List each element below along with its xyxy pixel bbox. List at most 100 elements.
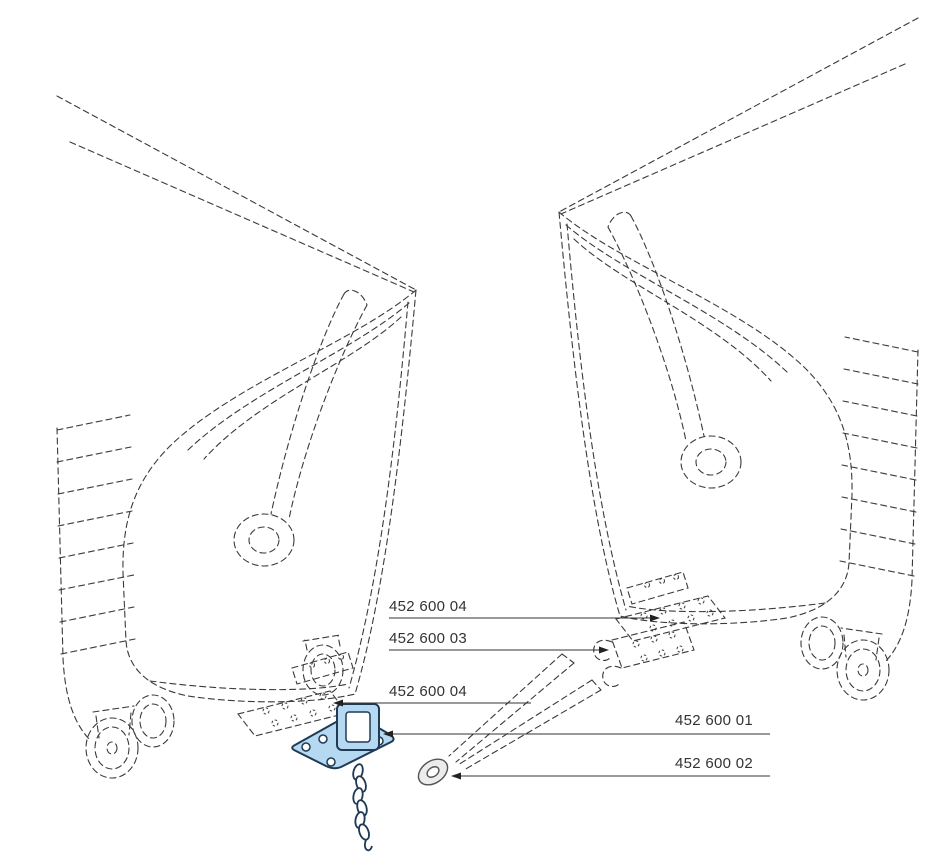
- plate-hole: [262, 707, 270, 715]
- rib-line: [841, 464, 917, 481]
- wheel-outer: [800, 616, 844, 670]
- rib-line: [56, 446, 132, 463]
- side-edge-line: [56, 427, 92, 742]
- rib-line: [839, 560, 915, 577]
- plate-hole: [706, 609, 714, 617]
- wheel-hub: [857, 663, 869, 677]
- rib-line: [57, 510, 133, 527]
- wheel-outer: [836, 639, 890, 701]
- lock-loop-inner: [345, 711, 371, 743]
- arrow-drawbar: [451, 772, 461, 780]
- plate-hole: [678, 602, 686, 610]
- body-edge-inner: [348, 301, 409, 689]
- wheel-inner: [139, 703, 167, 739]
- caster-wheel: [836, 627, 890, 701]
- rib-line: [58, 574, 135, 591]
- wheel-fork: [840, 627, 883, 661]
- part-label-lock-bracket: 452 600 01: [675, 712, 754, 729]
- part-label-plate-upper: 452 600 04: [389, 598, 468, 615]
- mount-hole: [673, 574, 679, 580]
- mount-outline: [626, 571, 689, 605]
- bracket-hole: [632, 640, 640, 648]
- bracket-hook: [593, 639, 613, 662]
- bracket-hook: [602, 665, 622, 688]
- bracket-hole: [676, 645, 684, 653]
- lock-bracket-highlighted: [291, 703, 395, 852]
- left-container-drawing: [56, 95, 417, 779]
- mount-hole: [309, 662, 315, 668]
- bracket-plate-hole: [301, 742, 311, 752]
- caster-wheel: [302, 634, 344, 696]
- side-edge-line: [883, 349, 919, 664]
- rib-line: [56, 414, 131, 431]
- chain-link: [358, 823, 370, 841]
- wheel-fork: [302, 634, 341, 651]
- eyelet-hole: [426, 766, 440, 778]
- plate-hole: [649, 624, 657, 632]
- lid-rim-arc: [203, 316, 402, 460]
- body-bottom-rim: [149, 680, 349, 691]
- rib-line: [60, 638, 136, 655]
- rib-line: [57, 478, 133, 495]
- wheel-inner: [310, 653, 336, 687]
- side-ribs: [839, 336, 919, 664]
- mount-hole: [659, 578, 665, 584]
- wheel-inner: [845, 648, 881, 692]
- bracket-hole: [650, 635, 658, 643]
- bin-body-outline: [122, 288, 417, 703]
- side-ribs: [56, 414, 136, 742]
- lid-rim-arc: [573, 238, 772, 382]
- wheel-inner: [94, 726, 130, 770]
- arrow-bracket: [599, 646, 609, 654]
- handle-strip: [270, 293, 345, 515]
- drawbar-eyelet: [417, 758, 449, 786]
- plate-hole: [640, 612, 648, 620]
- lock-hole-inner: [695, 448, 727, 476]
- rib-line: [58, 542, 134, 559]
- plate-hole: [697, 597, 705, 605]
- body-bottom-rim: [626, 602, 826, 613]
- part-label-drawbar: 452 600 02: [675, 755, 754, 772]
- wheel-fork: [92, 705, 135, 739]
- right-container-drawing: [558, 17, 919, 701]
- rib-line: [840, 528, 916, 545]
- bracket-outline: [611, 621, 695, 669]
- lid-rim-arc: [565, 224, 788, 373]
- caster-wheel: [85, 705, 139, 779]
- mount-area: [291, 651, 354, 685]
- arrow-lock-bracket: [383, 730, 393, 738]
- arrow-plate-upper: [650, 614, 660, 622]
- mounting-plate-upper: [615, 595, 726, 642]
- lock-hole-inner: [248, 526, 280, 554]
- handle-strip: [607, 211, 632, 228]
- part-label-plate-lower: 452 600 04: [389, 683, 468, 700]
- handle-strip: [607, 226, 687, 442]
- body-edge-inner: [566, 223, 627, 611]
- drawbar-bar: [457, 679, 602, 771]
- mount-outline: [291, 651, 354, 685]
- wheel-inner: [808, 625, 836, 661]
- rib-line: [841, 496, 917, 513]
- bracket-hole: [668, 631, 676, 639]
- rib-line: [844, 336, 919, 353]
- arrow-plate-lower: [333, 699, 343, 707]
- lid-edge-line: [558, 17, 919, 213]
- lid-edge-line: [560, 63, 906, 215]
- caster-wheel: [800, 616, 844, 670]
- lid-rim-arc: [187, 302, 410, 451]
- rib-line: [842, 432, 918, 449]
- leader-lines: [333, 614, 770, 780]
- plate-hole: [328, 704, 336, 712]
- handle-strip: [343, 289, 368, 306]
- part-label-bracket: 452 600 03: [389, 630, 468, 647]
- hook-bracket-part: [593, 621, 695, 688]
- bracket-plate-hole: [326, 757, 336, 767]
- lid-edge-line: [69, 141, 415, 293]
- plate-hole: [309, 709, 317, 717]
- plate-hole: [290, 714, 298, 722]
- bin-body-outline: [558, 210, 853, 625]
- lid-edge-line: [56, 95, 417, 291]
- plate-outline: [615, 595, 726, 642]
